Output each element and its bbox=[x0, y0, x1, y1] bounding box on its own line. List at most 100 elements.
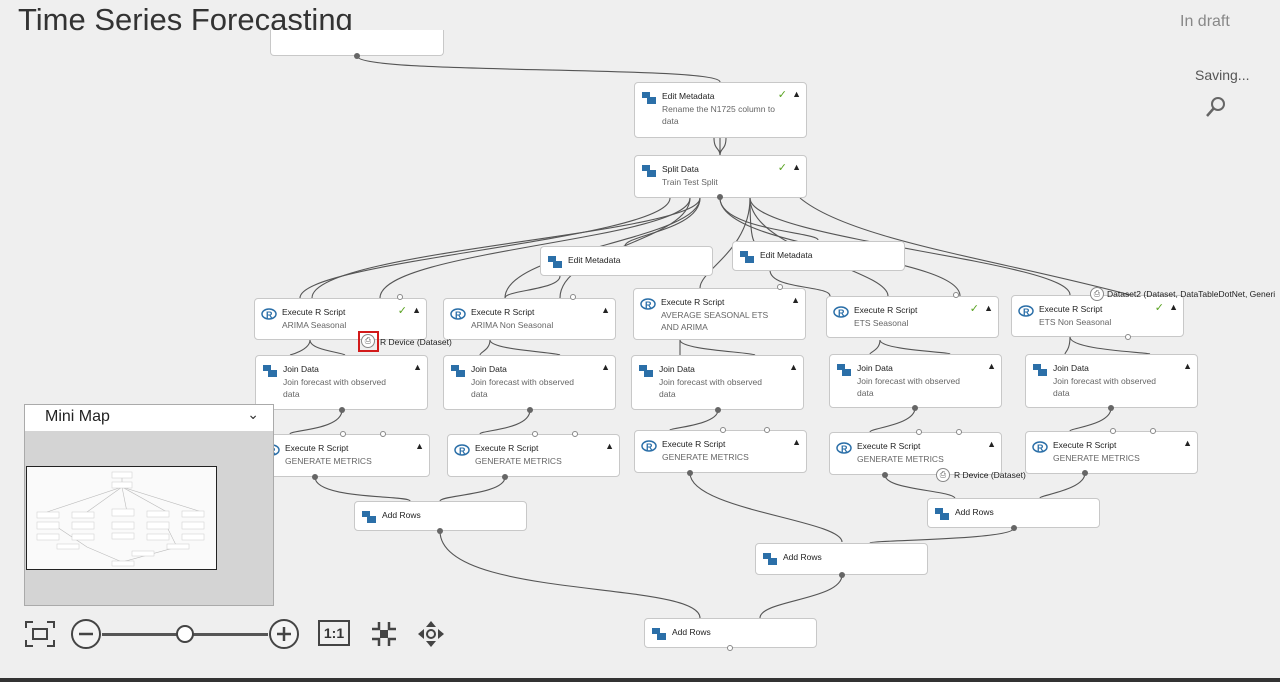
output-port[interactable] bbox=[882, 472, 888, 478]
mini-map-view[interactable] bbox=[25, 431, 273, 605]
input-port[interactable] bbox=[777, 284, 783, 290]
dataset-port-icon[interactable]: ⎙ bbox=[936, 468, 950, 482]
chevron-up-icon[interactable]: ▲ bbox=[791, 295, 800, 305]
chevron-up-icon[interactable]: ▲ bbox=[1183, 438, 1192, 448]
output-port[interactable] bbox=[687, 470, 693, 476]
output-port[interactable] bbox=[312, 474, 318, 480]
node-execute-r-arima-seasonal[interactable]: R Execute R Script ARIMA Seasonal ✓ ▲ bbox=[254, 298, 427, 340]
zoom-in-icon[interactable] bbox=[268, 618, 300, 650]
output-port[interactable] bbox=[715, 407, 721, 413]
output-port[interactable] bbox=[1108, 405, 1114, 411]
node-generate-metrics-5[interactable]: R Execute R Script GENERATE METRICS ▲ bbox=[1025, 431, 1198, 474]
node-join-data-4[interactable]: Join Data Join forecast with observed da… bbox=[829, 354, 1002, 408]
module-icon bbox=[652, 628, 666, 640]
input-port[interactable] bbox=[953, 292, 959, 298]
chevron-up-icon[interactable]: ▲ bbox=[1169, 302, 1178, 312]
input-port[interactable] bbox=[397, 294, 403, 300]
node-join-data-5[interactable]: Join Data Join forecast with observed da… bbox=[1025, 354, 1198, 408]
node-add-rows-right[interactable]: Add Rows bbox=[927, 498, 1100, 528]
chevron-up-icon[interactable]: ▲ bbox=[412, 305, 421, 315]
output-port[interactable] bbox=[527, 407, 533, 413]
dataset-port-icon[interactable]: ⎙ bbox=[1090, 287, 1104, 301]
node-generate-metrics-3[interactable]: R Execute R Script GENERATE METRICS ▲ bbox=[634, 430, 807, 473]
output-port[interactable] bbox=[717, 194, 723, 200]
chevron-up-icon[interactable]: ▲ bbox=[984, 303, 993, 313]
chevron-down-icon[interactable]: ⌄ bbox=[247, 406, 259, 422]
module-node-offscreen[interactable] bbox=[270, 30, 444, 56]
chevron-up-icon[interactable]: ▲ bbox=[1183, 361, 1192, 371]
mini-map[interactable]: Mini Map ⌄ bbox=[24, 404, 274, 606]
node-generate-metrics-2[interactable]: R Execute R Script GENERATE METRICS ▲ bbox=[447, 434, 620, 477]
output-port[interactable] bbox=[1011, 525, 1017, 531]
node-execute-r-ets-seasonal[interactable]: R Execute R Script ETS Seasonal ✓ ▲ bbox=[826, 296, 999, 338]
mini-map-viewport[interactable] bbox=[26, 466, 217, 570]
node-add-rows-mid[interactable]: Add Rows bbox=[755, 543, 928, 575]
chevron-up-icon[interactable]: ▲ bbox=[415, 441, 424, 451]
node-title: Add Rows bbox=[955, 507, 994, 517]
node-add-rows-bottom[interactable]: Add Rows bbox=[644, 618, 817, 648]
input-port[interactable] bbox=[572, 431, 578, 437]
node-edit-metadata-2[interactable]: Edit Metadata bbox=[732, 241, 905, 271]
input-port[interactable] bbox=[764, 427, 770, 433]
input-port[interactable] bbox=[727, 645, 733, 651]
output-port[interactable] bbox=[839, 572, 845, 578]
input-port[interactable] bbox=[1110, 428, 1116, 434]
input-port[interactable] bbox=[1150, 428, 1156, 434]
chevron-up-icon[interactable]: ▲ bbox=[987, 439, 996, 449]
node-add-rows-left[interactable]: Add Rows bbox=[354, 501, 527, 531]
port-tooltip: Dataset2 (Dataset, DataTableDotNet, Gene… bbox=[1107, 289, 1276, 299]
input-port[interactable] bbox=[380, 431, 386, 437]
chevron-up-icon[interactable]: ▲ bbox=[605, 441, 614, 451]
center-icon[interactable] bbox=[370, 620, 398, 648]
output-port[interactable] bbox=[1082, 470, 1088, 476]
output-port[interactable] bbox=[502, 474, 508, 480]
input-port[interactable] bbox=[720, 427, 726, 433]
input-port[interactable] bbox=[1125, 334, 1131, 340]
chevron-up-icon[interactable]: ▲ bbox=[792, 162, 801, 172]
chevron-up-icon[interactable]: ▲ bbox=[789, 362, 798, 372]
chevron-up-icon[interactable]: ▲ bbox=[601, 362, 610, 372]
node-execute-r-arima-non-seasonal[interactable]: R Execute R Script ARIMA Non Seasonal ▲ bbox=[443, 298, 616, 340]
output-port[interactable] bbox=[437, 528, 443, 534]
zoom-out-icon[interactable] bbox=[70, 618, 102, 650]
node-title: Execute R Script bbox=[661, 297, 725, 307]
module-icon bbox=[642, 165, 656, 177]
input-port[interactable] bbox=[570, 294, 576, 300]
node-join-data-2[interactable]: Join Data Join forecast with observed da… bbox=[443, 355, 616, 410]
node-execute-r-average[interactable]: R Execute R Script AVERAGE SEASONAL ETS … bbox=[633, 288, 806, 340]
chevron-up-icon[interactable]: ▲ bbox=[601, 305, 610, 315]
node-execute-r-ets-non-seasonal[interactable]: R Execute R Script ETS Non Seasonal ✓ ▲ bbox=[1011, 295, 1184, 337]
fit-to-screen-icon[interactable] bbox=[24, 620, 56, 648]
node-title: Execute R Script bbox=[662, 439, 726, 449]
node-subtitle: GENERATE METRICS bbox=[285, 456, 372, 466]
chevron-up-icon[interactable]: ▲ bbox=[413, 362, 422, 372]
input-port[interactable] bbox=[916, 429, 922, 435]
node-edit-metadata-1[interactable]: Edit Metadata bbox=[540, 246, 713, 276]
node-generate-metrics-4[interactable]: R Execute R Script GENERATE METRICS ▲ bbox=[829, 432, 1002, 475]
node-edit-metadata-top[interactable]: Edit Metadata Rename the N1725 column to… bbox=[634, 82, 807, 138]
actual-size-button[interactable]: 1:1 bbox=[318, 620, 350, 646]
input-port[interactable] bbox=[340, 431, 346, 437]
node-join-data-3[interactable]: Join Data Join forecast with observed da… bbox=[631, 355, 804, 410]
mini-map-header[interactable]: Mini Map ⌄ bbox=[25, 405, 273, 432]
output-port[interactable] bbox=[912, 405, 918, 411]
node-split-data[interactable]: Split Data Train Test Split ✓ ▲ bbox=[634, 155, 807, 198]
output-port[interactable] bbox=[354, 53, 360, 59]
search-icon[interactable] bbox=[1205, 96, 1227, 118]
r-icon: R bbox=[836, 442, 852, 454]
output-port[interactable] bbox=[339, 407, 345, 413]
node-generate-metrics-1[interactable]: R Execute R Script GENERATE METRICS ▲ bbox=[257, 434, 430, 477]
chevron-up-icon[interactable]: ▲ bbox=[792, 437, 801, 447]
pan-icon[interactable] bbox=[417, 620, 445, 648]
svg-text:R: R bbox=[1023, 307, 1030, 317]
r-icon: R bbox=[261, 308, 277, 320]
input-port[interactable] bbox=[532, 431, 538, 437]
chevron-up-icon[interactable]: ▲ bbox=[987, 361, 996, 371]
node-title: Execute R Script bbox=[1053, 440, 1117, 450]
dataset-port-icon[interactable]: ⎙ bbox=[361, 334, 375, 348]
zoom-slider-thumb[interactable] bbox=[176, 625, 194, 643]
svg-text:R: R bbox=[838, 308, 845, 318]
input-port[interactable] bbox=[956, 429, 962, 435]
chevron-up-icon[interactable]: ▲ bbox=[792, 89, 801, 99]
node-join-data-1[interactable]: Join Data Join forecast with observed da… bbox=[255, 355, 428, 410]
